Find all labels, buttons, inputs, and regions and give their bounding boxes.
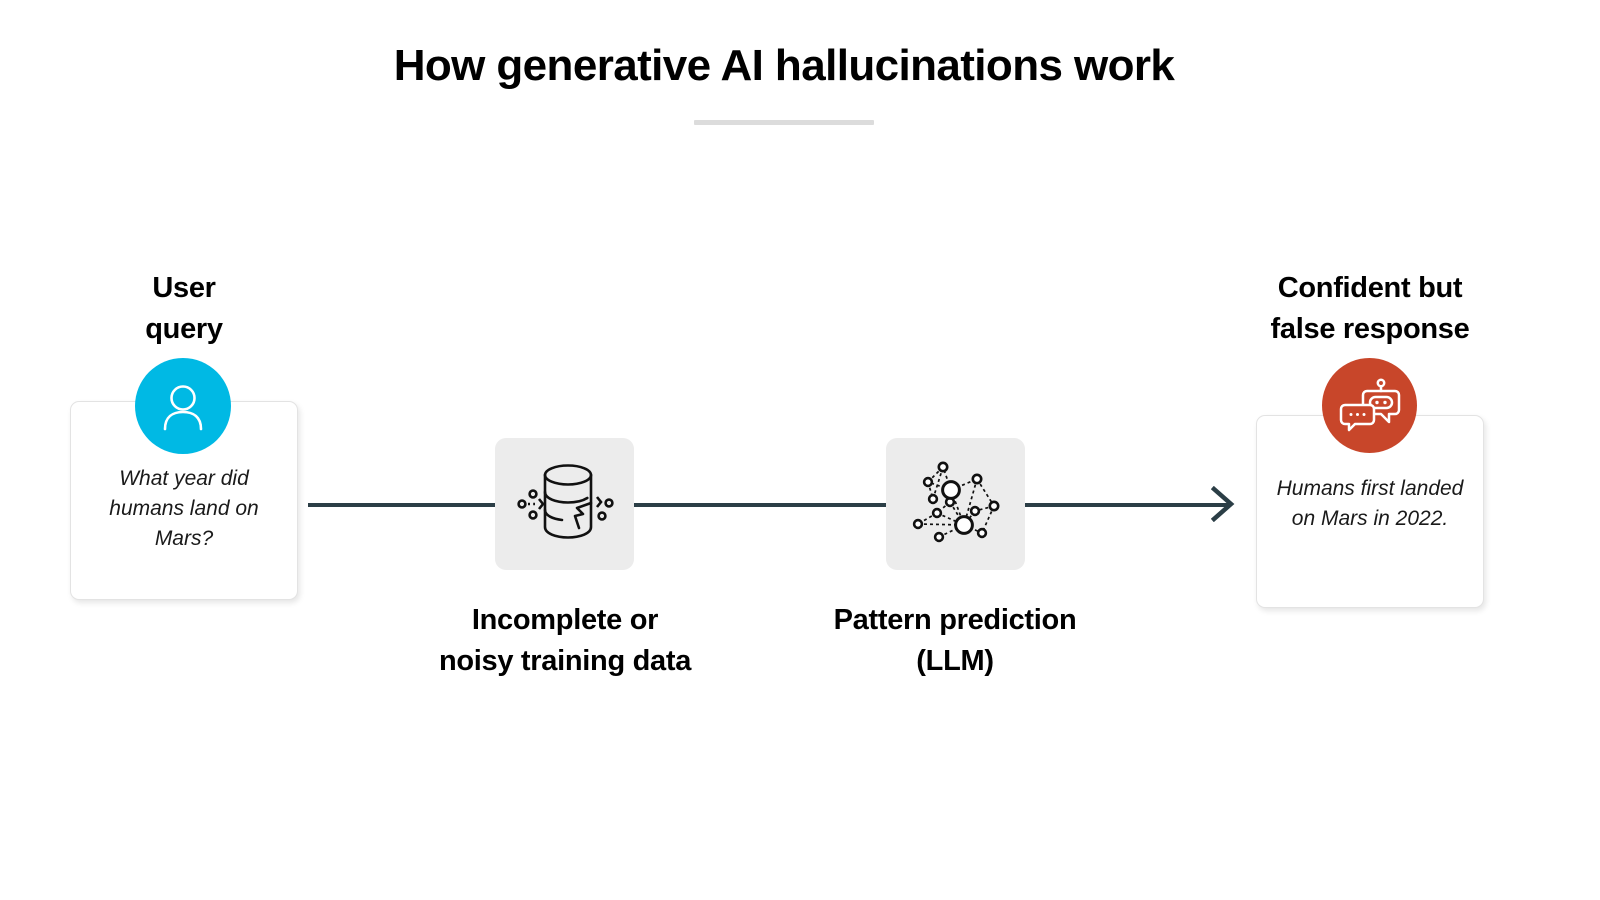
heading-line-1: Confident but	[1277, 272, 1463, 304]
heading-line-2: false response	[1270, 312, 1470, 345]
user-avatar-icon	[135, 358, 231, 454]
cracked-database-icon	[516, 464, 614, 539]
user-query-text: What year did humans land on Mars?	[109, 467, 259, 550]
false-response-text: Humans first landed on Mars in 2022.	[1276, 477, 1464, 530]
training-data-icon-tile	[495, 438, 634, 570]
neural-network-icon	[912, 461, 1000, 543]
label-line-2: (LLM)	[916, 644, 994, 677]
stage-label-training-data: Incomplete or noisy training data	[398, 600, 732, 681]
flow-connector-line	[308, 503, 1228, 507]
label-line-1: Incomplete or	[471, 604, 659, 636]
heading-line-2: query	[145, 312, 223, 345]
label-line-1: Pattern prediction	[833, 604, 1077, 636]
page-title: How generative AI hallucinations work	[393, 41, 1175, 90]
stage-label-pattern-prediction: Pattern prediction (LLM)	[788, 600, 1122, 681]
label-line-2: noisy training data	[438, 644, 692, 677]
title-divider	[694, 120, 874, 126]
stage-heading-false-response: Confident but false response	[1249, 268, 1491, 349]
heading-line-1: User	[152, 272, 216, 304]
stage-heading-user-query: User query	[70, 268, 298, 349]
title-block: How generative AI hallucinations work	[0, 41, 1568, 126]
right-arrow-icon	[1210, 485, 1235, 523]
pattern-prediction-icon-tile	[886, 438, 1025, 570]
robot-chat-icon	[1322, 358, 1417, 453]
